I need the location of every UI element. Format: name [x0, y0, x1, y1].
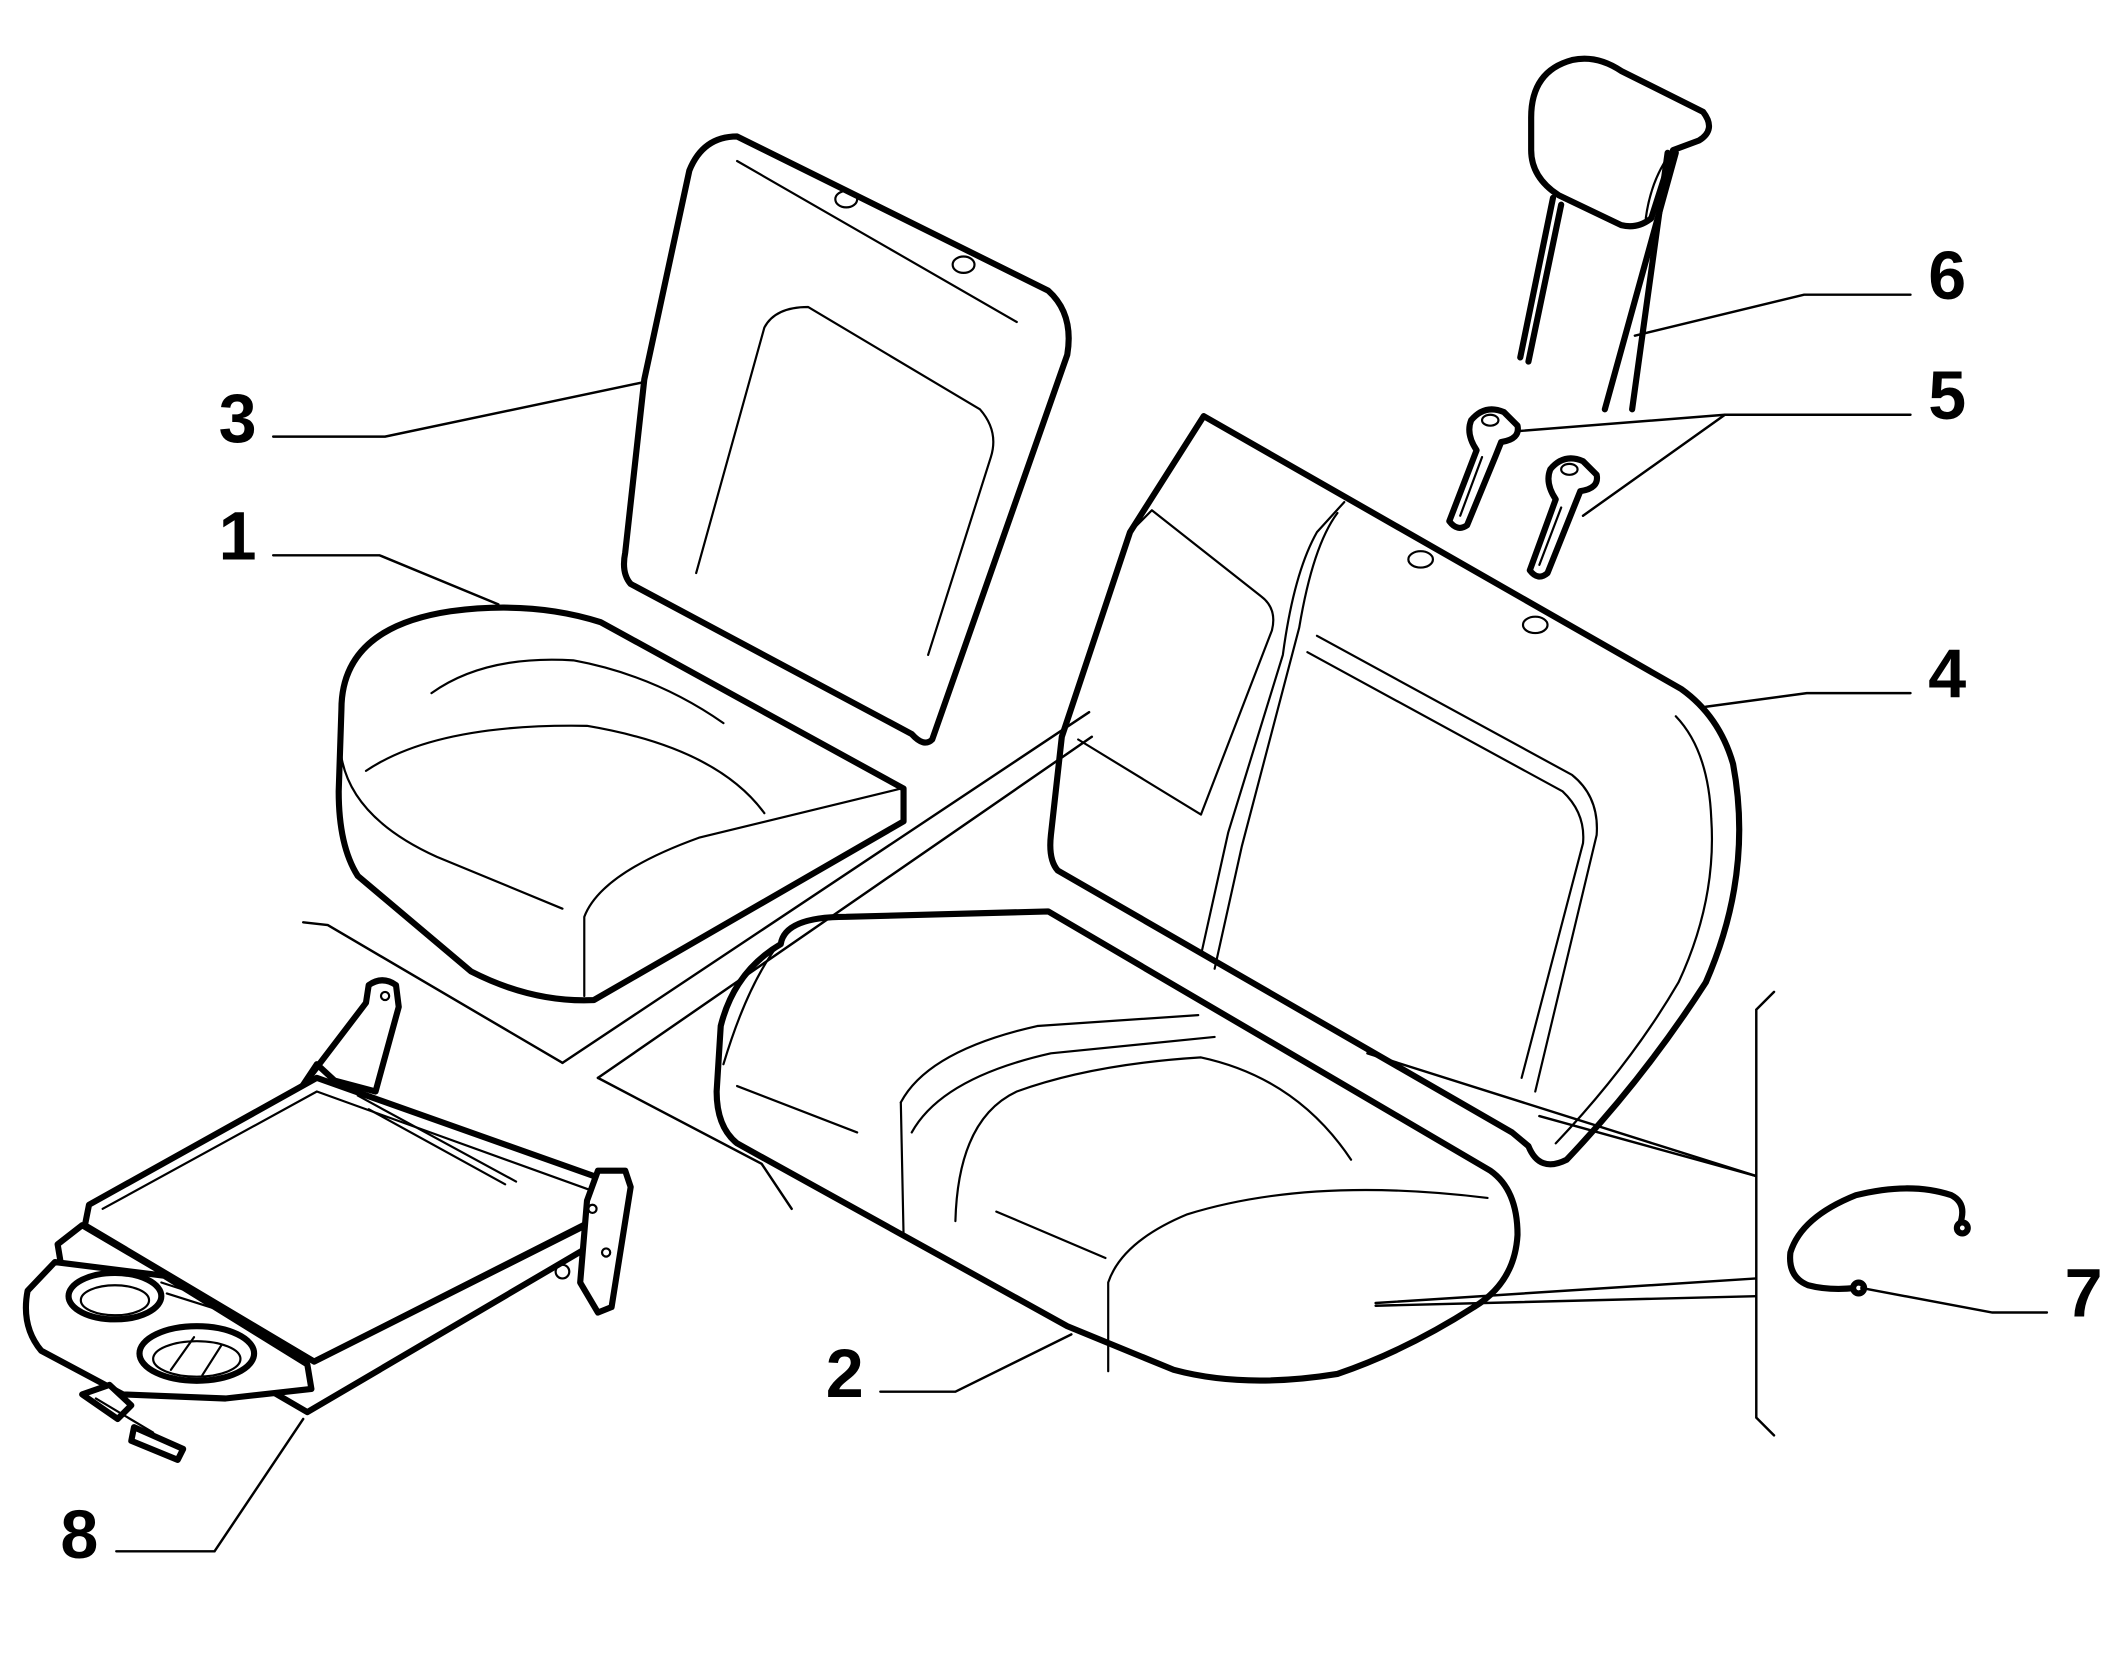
headrest-guide-left[interactable]	[1446, 406, 1521, 531]
callout-5: 5	[1928, 358, 1966, 434]
leader-seat-d	[1374, 1294, 1758, 1307]
callout-2: 2	[826, 1336, 864, 1412]
leader-seat-a	[1366, 1052, 1758, 1178]
leader-6	[1633, 293, 1912, 337]
callout-8: 8	[60, 1497, 98, 1573]
headrest-part[interactable]	[1517, 55, 1712, 413]
callout-7: 7	[2065, 1256, 2103, 1332]
leader-1	[271, 554, 500, 606]
leader-3	[271, 380, 646, 438]
headrest-guide-right[interactable]	[1526, 455, 1601, 580]
leader-lines	[115, 293, 2049, 1553]
callout-3: 3	[219, 381, 257, 457]
leader-8	[115, 1417, 305, 1553]
armrest-cupholder-part[interactable]	[22, 977, 634, 1463]
leader-2	[879, 1333, 1073, 1393]
callout-1: 1	[219, 498, 257, 574]
backrest-double-part[interactable]	[1047, 413, 1743, 1168]
leader-seat-c	[1374, 1277, 1758, 1305]
leader-seat-b	[1538, 1114, 1758, 1178]
callout-6: 6	[1928, 238, 1966, 314]
floor-reference-lines	[301, 710, 1776, 1437]
backrest-single-part[interactable]	[620, 133, 1072, 746]
leader-4	[1704, 691, 1912, 708]
callout-numbers: 3 1 6 5 4 7 2 8	[60, 238, 2102, 1573]
leader-7	[1860, 1286, 2049, 1314]
leader-5b	[1581, 413, 1727, 517]
hook-clip-part[interactable]	[1787, 1185, 1971, 1297]
callout-4: 4	[1928, 636, 1966, 712]
seat-cushion-double-part[interactable]	[713, 908, 1521, 1384]
seat-cushion-single-part[interactable]	[335, 604, 907, 1004]
